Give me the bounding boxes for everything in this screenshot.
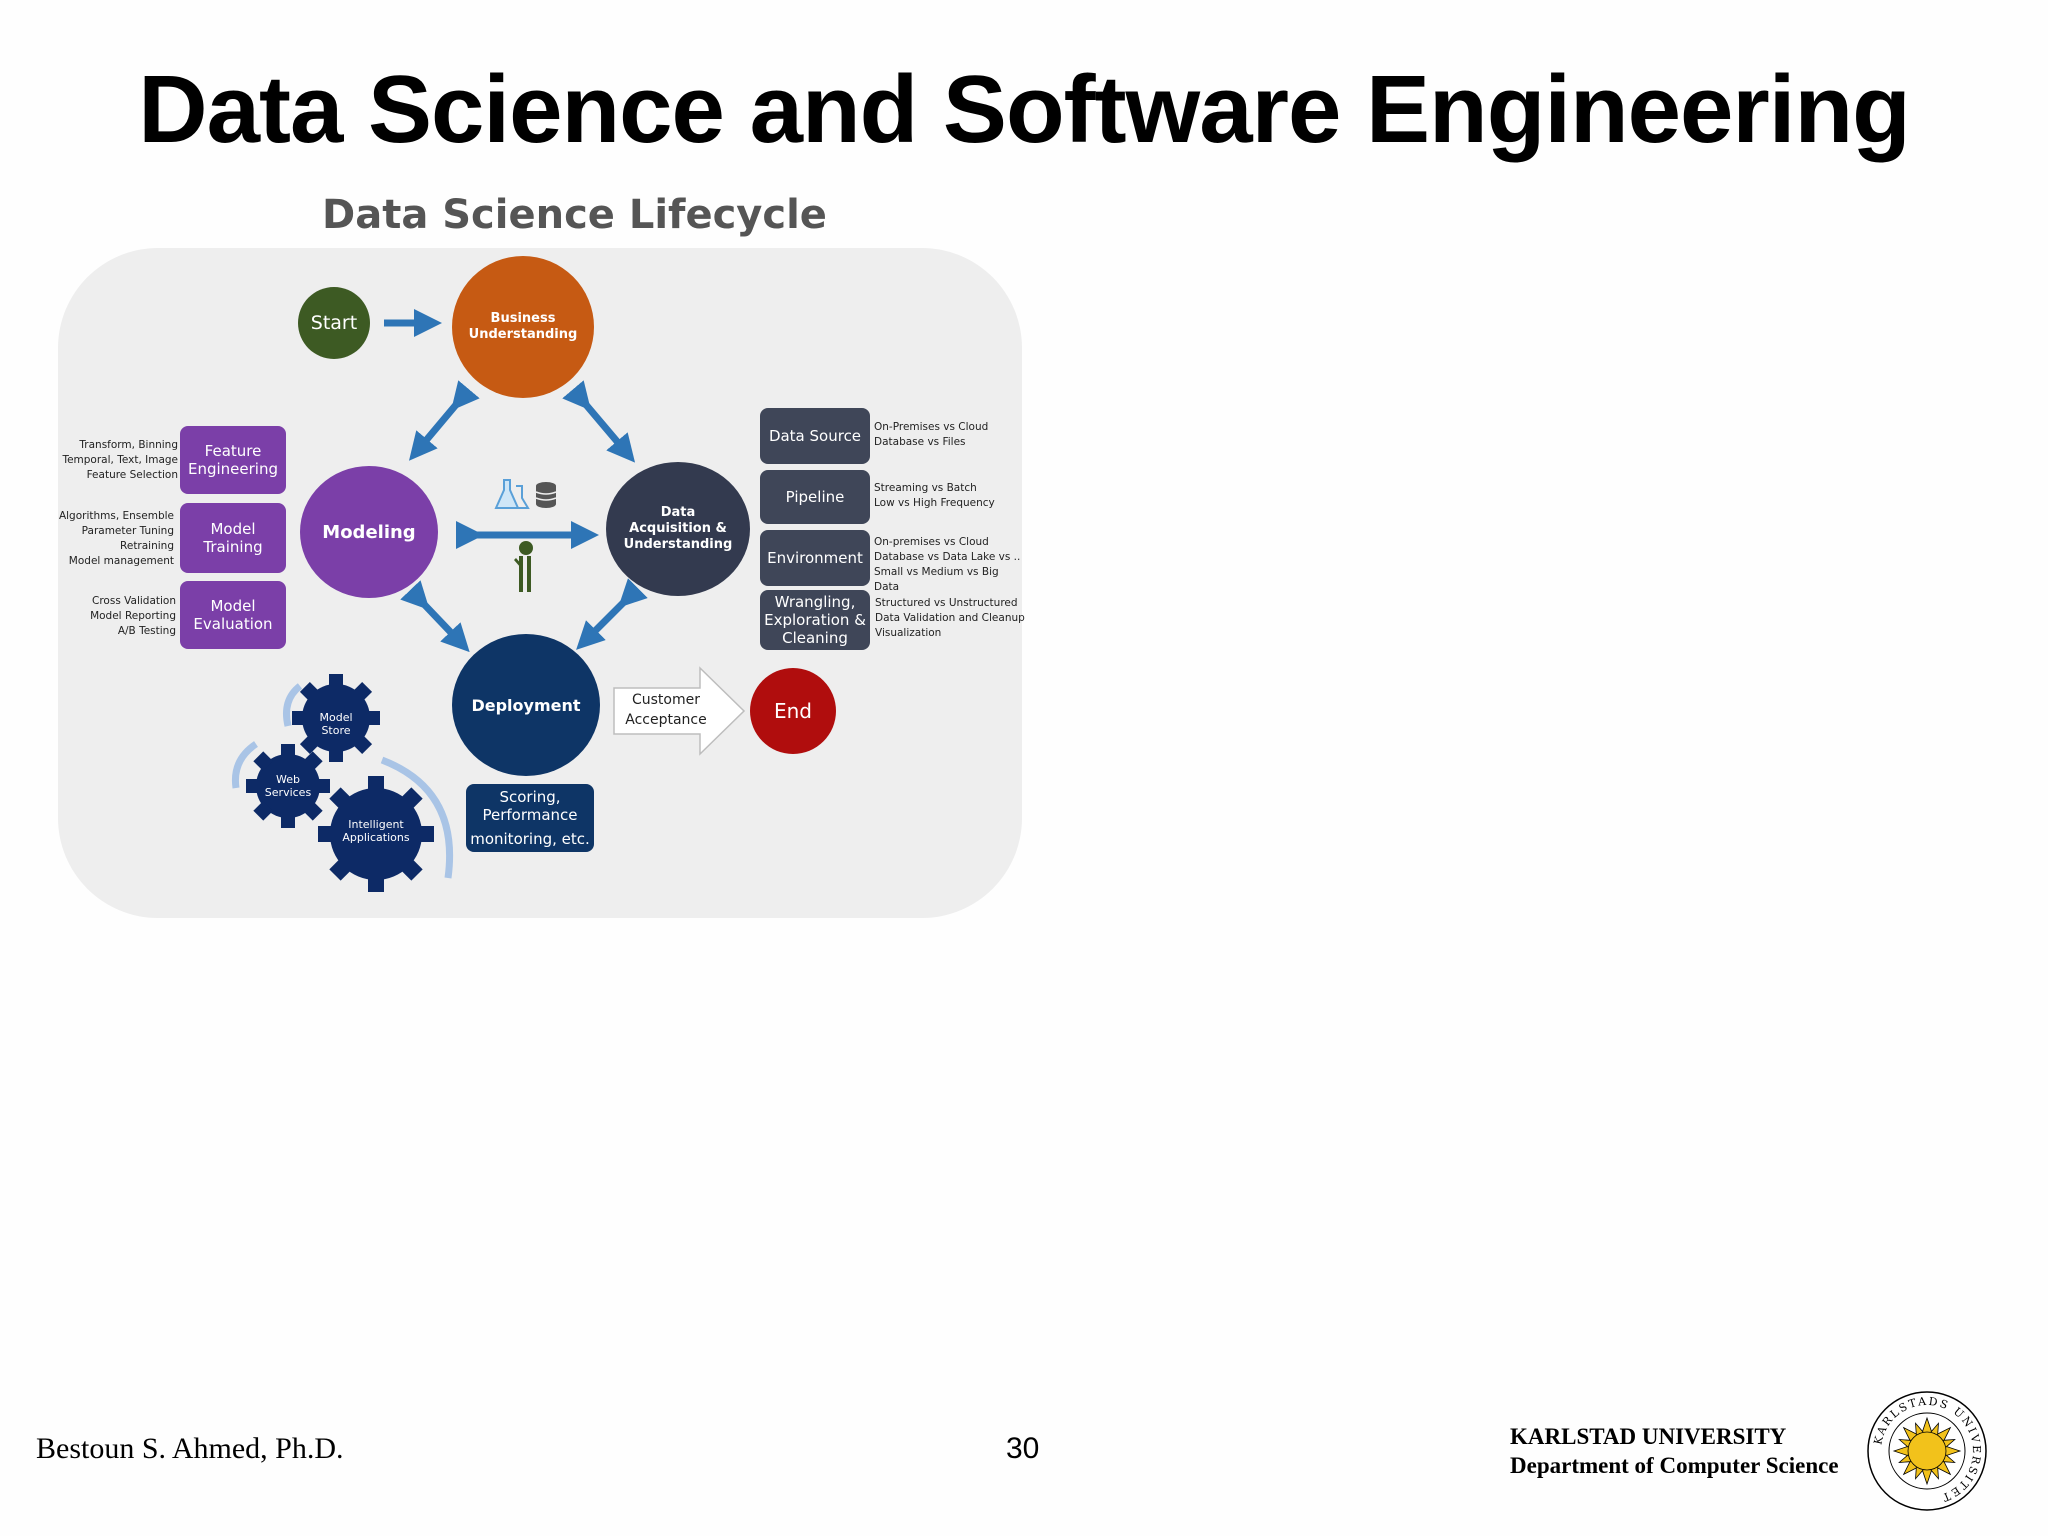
model-evaluation-notes: Cross Validation Model Reporting A/B Tes… [90, 595, 176, 637]
data-source-box: Data Source [760, 408, 870, 464]
business-understanding-node: Business Understanding [452, 256, 594, 398]
flask-icon [494, 479, 530, 509]
pipeline-box: Pipeline [760, 470, 870, 524]
arrow-data-deployment [576, 578, 648, 650]
customer-acceptance-label: Customer Acceptance [625, 692, 707, 728]
cycle-arrow-icon [231, 741, 259, 789]
end-node: End [750, 668, 836, 754]
arrow-modeling-deployment [400, 580, 470, 653]
slide-title: Data Science and Software Engineering [138, 56, 1910, 163]
model-evaluation-box: Model Evaluation [180, 581, 286, 649]
deployment-node: Deployment [452, 634, 600, 776]
gear-model-store-icon [292, 674, 380, 762]
cycle-arrow-icon [380, 756, 454, 879]
department-name: Department of Computer Science [1510, 1453, 1839, 1478]
scoring-box: Scoring, Performance monitoring, etc. [466, 784, 594, 852]
cycle-arrow-icon [283, 683, 303, 727]
start-node: Start [298, 287, 370, 359]
environment-notes: On-premises vs Cloud Database vs Data La… [874, 536, 1021, 593]
diagram-title: Data Science Lifecycle [322, 192, 827, 238]
sun-icon [1892, 1416, 1962, 1486]
wrangling-box: Wrangling, Exploration & Cleaning [760, 590, 870, 650]
model-training-box: Model Training [180, 503, 286, 573]
database-icon [535, 482, 557, 508]
university-seal-logo: KARLSTADS UNIVERSITET [1867, 1391, 1987, 1511]
footer-university: KARLSTAD UNIVERSITY Department of Comput… [1510, 1422, 1839, 1480]
modeling-node: Modeling [300, 466, 438, 598]
arrow-business-modeling [408, 380, 480, 461]
person-icon [514, 541, 533, 592]
feature-engineering-notes: Transform, Binning Temporal, Text, Image… [62, 439, 178, 481]
gear-model-store-label: Model Store [319, 711, 353, 737]
pipeline-notes: Streaming vs Batch Low vs High Frequency [874, 482, 995, 509]
gear-web-services-label: Web Services [264, 773, 312, 799]
footer-author: Bestoun S. Ahmed, Ph.D. [36, 1432, 344, 1465]
environment-box: Environment [760, 530, 870, 586]
arrow-business-data [562, 380, 636, 463]
page-number: 30 [1006, 1432, 1040, 1465]
university-name: KARLSTAD UNIVERSITY [1510, 1424, 1787, 1449]
gear-intelligent-applications-label: Intelligent Applications [342, 818, 410, 844]
customer-acceptance-arrow [613, 666, 746, 756]
wrangling-notes: Structured vs Unstructured Data Validati… [875, 597, 1025, 639]
feature-engineering-box: Feature Engineering [180, 426, 286, 494]
data-acquisition-node: Data Acquisition & Understanding [606, 462, 750, 596]
data-source-notes: On-Premises vs Cloud Database vs Files [874, 421, 989, 448]
model-training-notes: Algorithms, Ensemble Parameter Tuning Re… [58, 510, 174, 567]
